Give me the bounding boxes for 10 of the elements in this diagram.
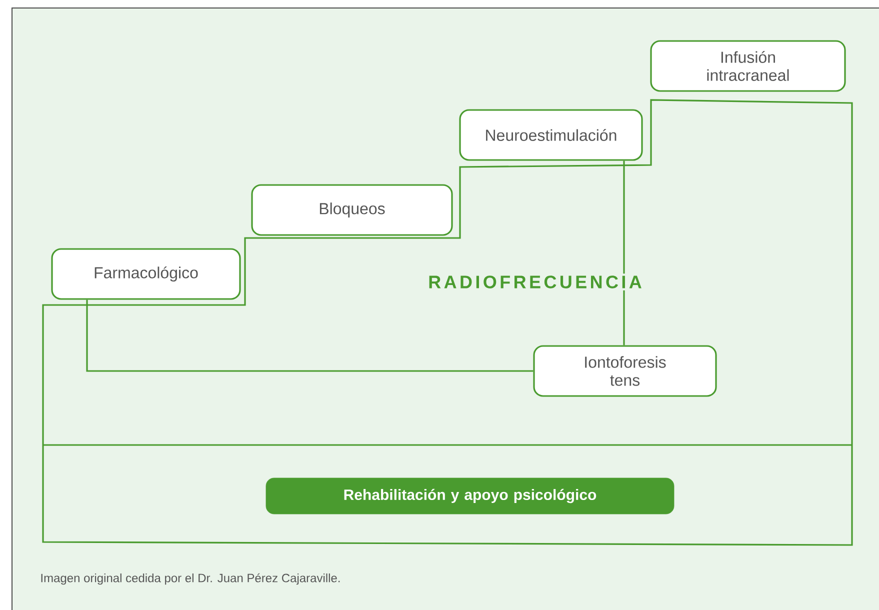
rehabilitation-band: Rehabilitación y apoyo psicológico xyxy=(266,478,674,514)
section-label: RADIOFRECUENCIA xyxy=(426,274,644,290)
connector-line xyxy=(623,160,625,346)
connector-line xyxy=(86,300,534,372)
treatment-box: Bloqueos xyxy=(251,184,453,236)
treatment-box: Farmacológico xyxy=(51,248,241,300)
treatment-box: Iontoforesis tens xyxy=(533,345,717,397)
caption: Imagen original cedida por el Dr. Juan Pérez Cajaraville. xyxy=(41,573,340,585)
treatment-box: Neuroestimulación xyxy=(459,109,643,161)
treatment-box: Infusión intracraneal xyxy=(650,40,846,92)
